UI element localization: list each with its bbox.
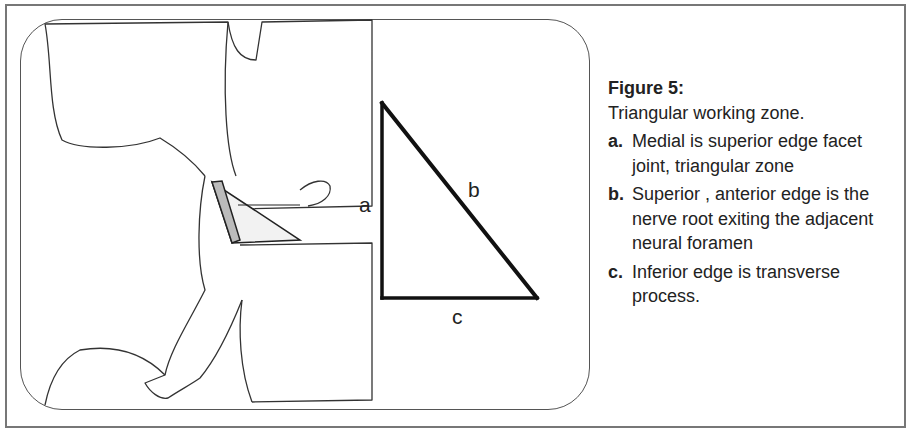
upper-vertebra bbox=[45, 20, 372, 209]
list-item: b.Superior , anterior edge is the nerve … bbox=[608, 182, 893, 256]
image-panel bbox=[20, 19, 590, 410]
upper-lamina bbox=[45, 24, 205, 176]
side-c bbox=[382, 296, 537, 300]
side-label: c bbox=[452, 305, 463, 329]
item-letter: a. bbox=[608, 129, 632, 178]
vertebrae-sketch bbox=[45, 20, 372, 405]
item-text: Medial is superior edge facet joint, tri… bbox=[632, 129, 893, 178]
lower-vertebra bbox=[240, 243, 372, 402]
zone-edge bbox=[238, 204, 300, 205]
triangle-zone bbox=[212, 182, 300, 243]
item-letter: b. bbox=[608, 182, 632, 256]
upper-pedicle bbox=[225, 22, 236, 176]
list-item: a.Medial is superior edge facet joint, t… bbox=[608, 129, 893, 178]
lower-facet bbox=[145, 176, 242, 398]
item-text: Inferior edge is transverse process. bbox=[632, 260, 893, 309]
figure-title: Figure 5: bbox=[608, 76, 893, 101]
side-a bbox=[380, 103, 384, 298]
item-letter: c. bbox=[608, 260, 632, 309]
lower-pedicle bbox=[240, 300, 252, 402]
triangle-diagram bbox=[382, 103, 537, 298]
list-item: c.Inferior edge is transverse process. bbox=[608, 260, 893, 309]
item-text: Superior , anterior edge is the nerve ro… bbox=[632, 182, 893, 256]
triangle-face bbox=[212, 181, 240, 243]
transverse-process bbox=[300, 181, 330, 206]
side-label: b bbox=[468, 178, 480, 202]
lower-lamina bbox=[45, 348, 165, 405]
working-zone bbox=[212, 181, 300, 243]
caption-column: Figure 5:Triangular working zone. a.Media… bbox=[608, 76, 893, 309]
figure-subtitle: Triangular working zone. bbox=[608, 101, 893, 126]
side-label: a bbox=[359, 193, 371, 217]
side-b bbox=[382, 103, 537, 298]
